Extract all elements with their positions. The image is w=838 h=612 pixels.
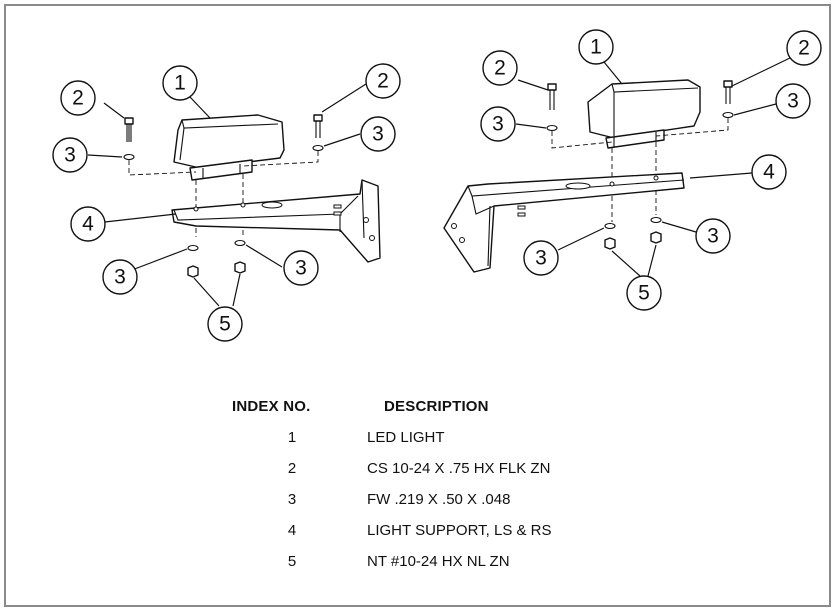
left-washer-d <box>234 239 246 247</box>
right-callout-3a: 3 <box>480 106 516 142</box>
left-light-support <box>171 179 381 263</box>
left-assembly: 1 2 2 3 3 4 3 3 5 <box>52 63 401 342</box>
svg-text:3: 3 <box>535 247 547 270</box>
svg-text:3: 3 <box>114 266 126 289</box>
right-callout-2a: 2 <box>482 50 518 86</box>
left-callout-2b: 2 <box>365 63 401 99</box>
left-led-light <box>173 114 285 181</box>
left-washer-c <box>187 244 199 252</box>
right-washer-c <box>604 222 616 230</box>
svg-text:3: 3 <box>492 113 504 136</box>
svg-text:3: 3 <box>707 225 719 248</box>
right-callout-2b: 2 <box>786 30 822 66</box>
left-bolt-a <box>124 117 134 142</box>
svg-text:2: 2 <box>494 57 506 80</box>
svg-text:2: 2 <box>72 87 84 110</box>
svg-text:1: 1 <box>174 72 186 95</box>
svg-text:2: 2 <box>377 70 389 93</box>
svg-text:2: 2 <box>798 37 810 60</box>
right-led-light <box>587 79 701 149</box>
svg-text:3: 3 <box>372 123 384 146</box>
svg-text:3: 3 <box>787 90 799 113</box>
svg-text:5: 5 <box>219 313 231 336</box>
right-light-support <box>443 172 685 273</box>
right-bolt-a <box>547 83 557 110</box>
right-bolt-b <box>723 80 733 104</box>
right-washer-d <box>650 216 662 224</box>
right-callout-3d: 3 <box>695 218 731 254</box>
left-nut-b <box>234 261 246 274</box>
right-nut-b <box>650 231 662 244</box>
left-callout-4: 4 <box>70 206 106 242</box>
svg-text:5: 5 <box>638 282 650 305</box>
right-washer-b <box>722 111 734 119</box>
left-bolt-b <box>313 114 323 138</box>
right-callout-3b: 3 <box>775 83 811 119</box>
left-callout-1: 1 <box>162 65 198 101</box>
svg-text:4: 4 <box>763 161 775 184</box>
right-nut-a <box>604 237 616 250</box>
left-washer-b <box>312 144 324 152</box>
left-callout-3b: 3 <box>360 116 396 152</box>
left-washer-a <box>123 153 135 161</box>
left-callout-3c: 3 <box>102 259 138 295</box>
svg-text:1: 1 <box>590 36 602 59</box>
right-callout-1: 1 <box>578 29 614 65</box>
right-callout-3c: 3 <box>523 240 559 276</box>
svg-text:3: 3 <box>295 257 307 280</box>
left-callout-2a: 2 <box>60 80 96 116</box>
left-nut-a <box>187 265 199 278</box>
right-washer-a <box>546 124 558 132</box>
right-callout-4: 4 <box>751 154 787 190</box>
left-callout-5: 5 <box>207 306 243 342</box>
svg-text:4: 4 <box>82 213 94 236</box>
left-callout-3d: 3 <box>283 250 319 286</box>
right-assembly: 1 2 2 3 3 4 3 3 5 <box>443 29 822 311</box>
left-callout-3a: 3 <box>52 137 88 173</box>
right-callout-5: 5 <box>626 275 662 311</box>
svg-text:3: 3 <box>64 144 76 167</box>
